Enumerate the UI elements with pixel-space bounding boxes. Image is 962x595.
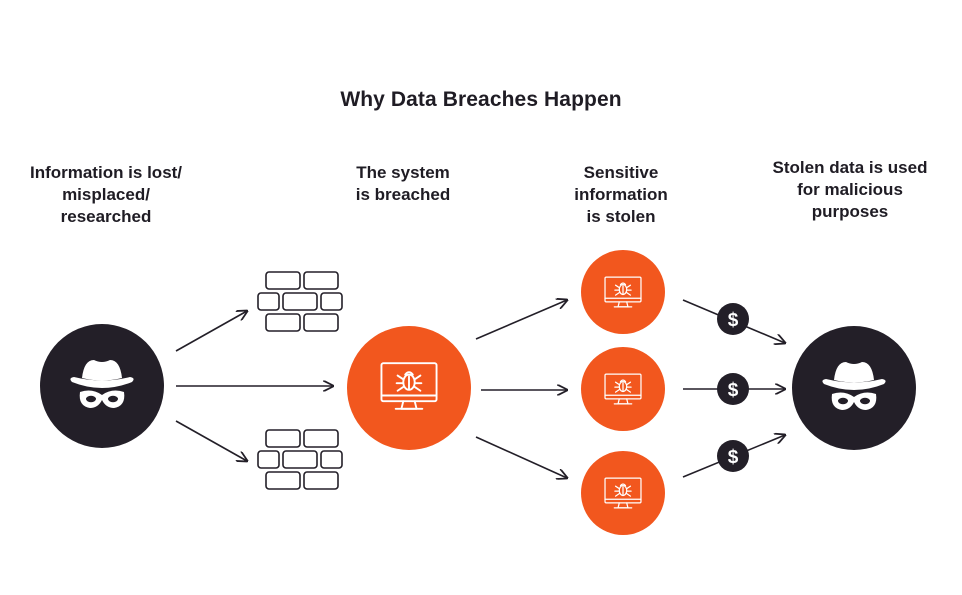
arrow-actor-to-bottom-wall	[175, 420, 247, 461]
arrow-breach-to-stolen-bottom	[475, 436, 567, 478]
brick-wall-icon	[257, 429, 343, 490]
stage-label-stolen: Sensitive information is stolen	[574, 163, 668, 226]
hacker-left	[40, 324, 164, 448]
stage-label-breached: The system is breached	[355, 163, 451, 204]
dollar-coin-icon: $	[728, 310, 739, 331]
arrow-actor-to-top-wall	[175, 311, 247, 352]
diagram-title: Why Data Breaches Happen	[340, 88, 622, 111]
brick-wall-bottom	[257, 429, 343, 490]
brick-wall-icon	[257, 271, 343, 332]
breached-system	[347, 326, 471, 450]
dollar-coin-icon: $	[728, 447, 739, 468]
arrow-breach-to-stolen-top	[475, 300, 567, 340]
stolen-node-top	[581, 250, 665, 334]
hacker-right	[792, 326, 916, 450]
dollar-coin-middle: $	[717, 373, 749, 405]
stage-label-lost: Information is lost/ misplaced/ research…	[29, 163, 183, 226]
brick-wall-top	[257, 271, 343, 332]
stolen-node-middle	[581, 347, 665, 431]
dollar-coin-bottom: $	[717, 440, 749, 472]
dollar-coin-top: $	[717, 303, 749, 335]
stolen-node-bottom	[581, 451, 665, 535]
stage-label-malicious: Stolen data is used for malicious purpos…	[772, 158, 928, 221]
dollar-coin-icon: $	[728, 380, 739, 401]
